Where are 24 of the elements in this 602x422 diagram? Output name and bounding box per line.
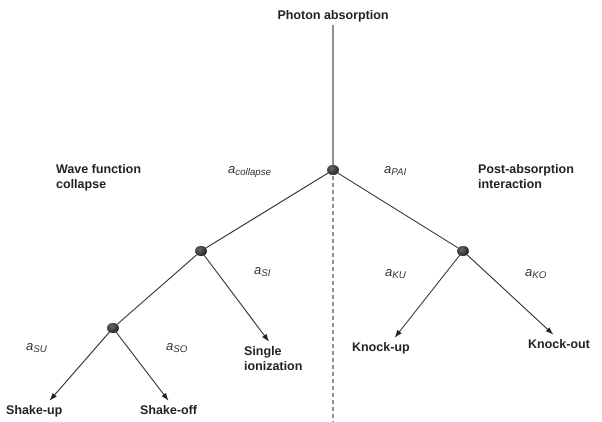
edge-label: a$_{SO}$ [166, 338, 188, 354]
connector-line [117, 254, 197, 324]
edge-label: a$_{KU}$ [385, 264, 406, 280]
connector-line [338, 172, 458, 248]
outcome-label: Knock-up [352, 340, 411, 355]
arrow [394, 254, 460, 338]
outcome-label: Photon absorption [276, 8, 390, 23]
outcome-label: Knock-out [528, 337, 591, 352]
arrow [116, 332, 168, 400]
edge-label: a$_{KO}$ [525, 264, 546, 280]
edge-label: a$_{PAI}$ [384, 161, 406, 177]
category-label: Wave function collapse [56, 162, 142, 192]
arrow [204, 254, 269, 342]
edge-label: a$_{SI}$ [254, 262, 270, 278]
outcome-label: Shake-off [140, 403, 198, 418]
arrow [466, 254, 554, 334]
outcome-label: Shake-up [6, 403, 64, 418]
arrow [50, 332, 110, 400]
edge-label: a$_{collapse}$ [228, 161, 272, 177]
connector-line [206, 172, 328, 248]
category-label: Post-absorption interaction [478, 162, 575, 192]
edge-label: a$_{SU}$ [26, 338, 47, 354]
outcome-label: Single ionization [244, 344, 304, 374]
connector-line [332, 24, 334, 166]
